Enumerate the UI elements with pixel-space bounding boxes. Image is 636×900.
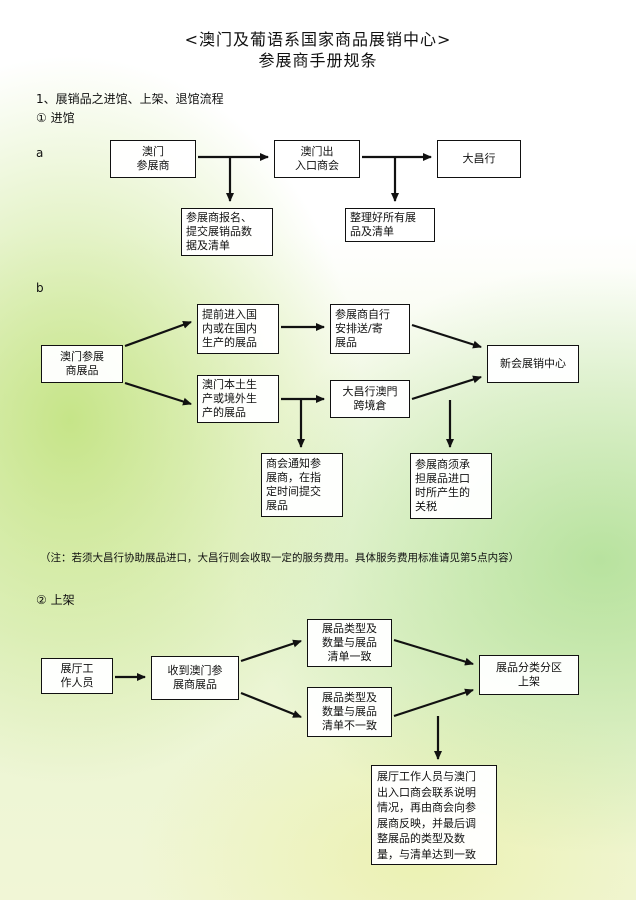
flow-b-local-box: 澳门本土生 产或境外生 产的展品: [197, 375, 279, 423]
flow-b-notify-box: 商会通知参 展商，在指 定时间提交 展品: [261, 453, 343, 517]
arrow-c-2: [240, 639, 302, 663]
flow-c-receive-box: 收到澳门参 展商展品: [151, 656, 239, 700]
flow-a-organize-box: 整理好所有展 品及清单: [345, 208, 435, 242]
flow-a-register-box: 参展商报名、 提交展销品数 据及清单: [181, 208, 273, 256]
flow-b-tariff-box: 参展商须承 担展品进口 时所产生的 关税: [410, 453, 492, 519]
arrow-b-1: [124, 320, 192, 348]
flow-b-warehouse-box: 大昌行澳門 跨境倉: [330, 380, 410, 418]
flow-c-mismatch-box: 展品类型及 数量与展品 清单不一致: [307, 687, 392, 737]
flow-a-label: a: [36, 146, 44, 160]
arrow-b-6: [411, 375, 482, 401]
flow-a-exhibitor-box: 澳门 参展商: [110, 140, 196, 178]
section-heading: 1、展销品之进馆、上架、退馆流程: [36, 92, 224, 106]
flow-a-chamber-box: 澳门出 入口商会: [274, 140, 360, 178]
flow-c-followup-box: 展厅工作人员与澳门 出入口商会联系说明 情况，再由商会向参 展商反映，并最后调 …: [371, 765, 497, 865]
page-subtitle: 参展商手册规条: [258, 51, 378, 70]
subsection-entry: ① 进馆: [36, 111, 75, 125]
flow-c-shelve-box: 展品分类分区 上架: [479, 655, 579, 695]
flow-b-self-ship-box: 参展商自行 安排送/寄 展品: [330, 304, 410, 354]
arrow-c-4: [393, 638, 474, 666]
flow-b-destination-box: 新会展销中心: [487, 345, 579, 383]
flow-a-daichong-box: 大昌行: [437, 140, 521, 178]
arrow-c-5: [393, 688, 474, 718]
footnote: （注：若须大昌行协助展品进口，大昌行则会收取一定的服务费用。具体服务费用标准请见…: [40, 552, 520, 564]
flow-b-label: b: [36, 281, 44, 295]
flow-b-domestic-box: 提前进入国 内或在国内 生产的展品: [197, 304, 279, 354]
flow-b-start-box: 澳门参展 商展品: [41, 345, 123, 383]
page-title: <澳门及葡语系国家商品展销中心>: [184, 30, 452, 49]
arrow-b-5: [411, 323, 482, 349]
arrow-b-2: [124, 381, 192, 406]
arrow-c-3: [240, 691, 302, 719]
flow-c-staff-box: 展厅工 作人员: [41, 658, 113, 694]
flow-c-match-box: 展品类型及 数量与展品 清单一致: [307, 619, 392, 667]
subsection-shelving: ② 上架: [36, 593, 75, 607]
